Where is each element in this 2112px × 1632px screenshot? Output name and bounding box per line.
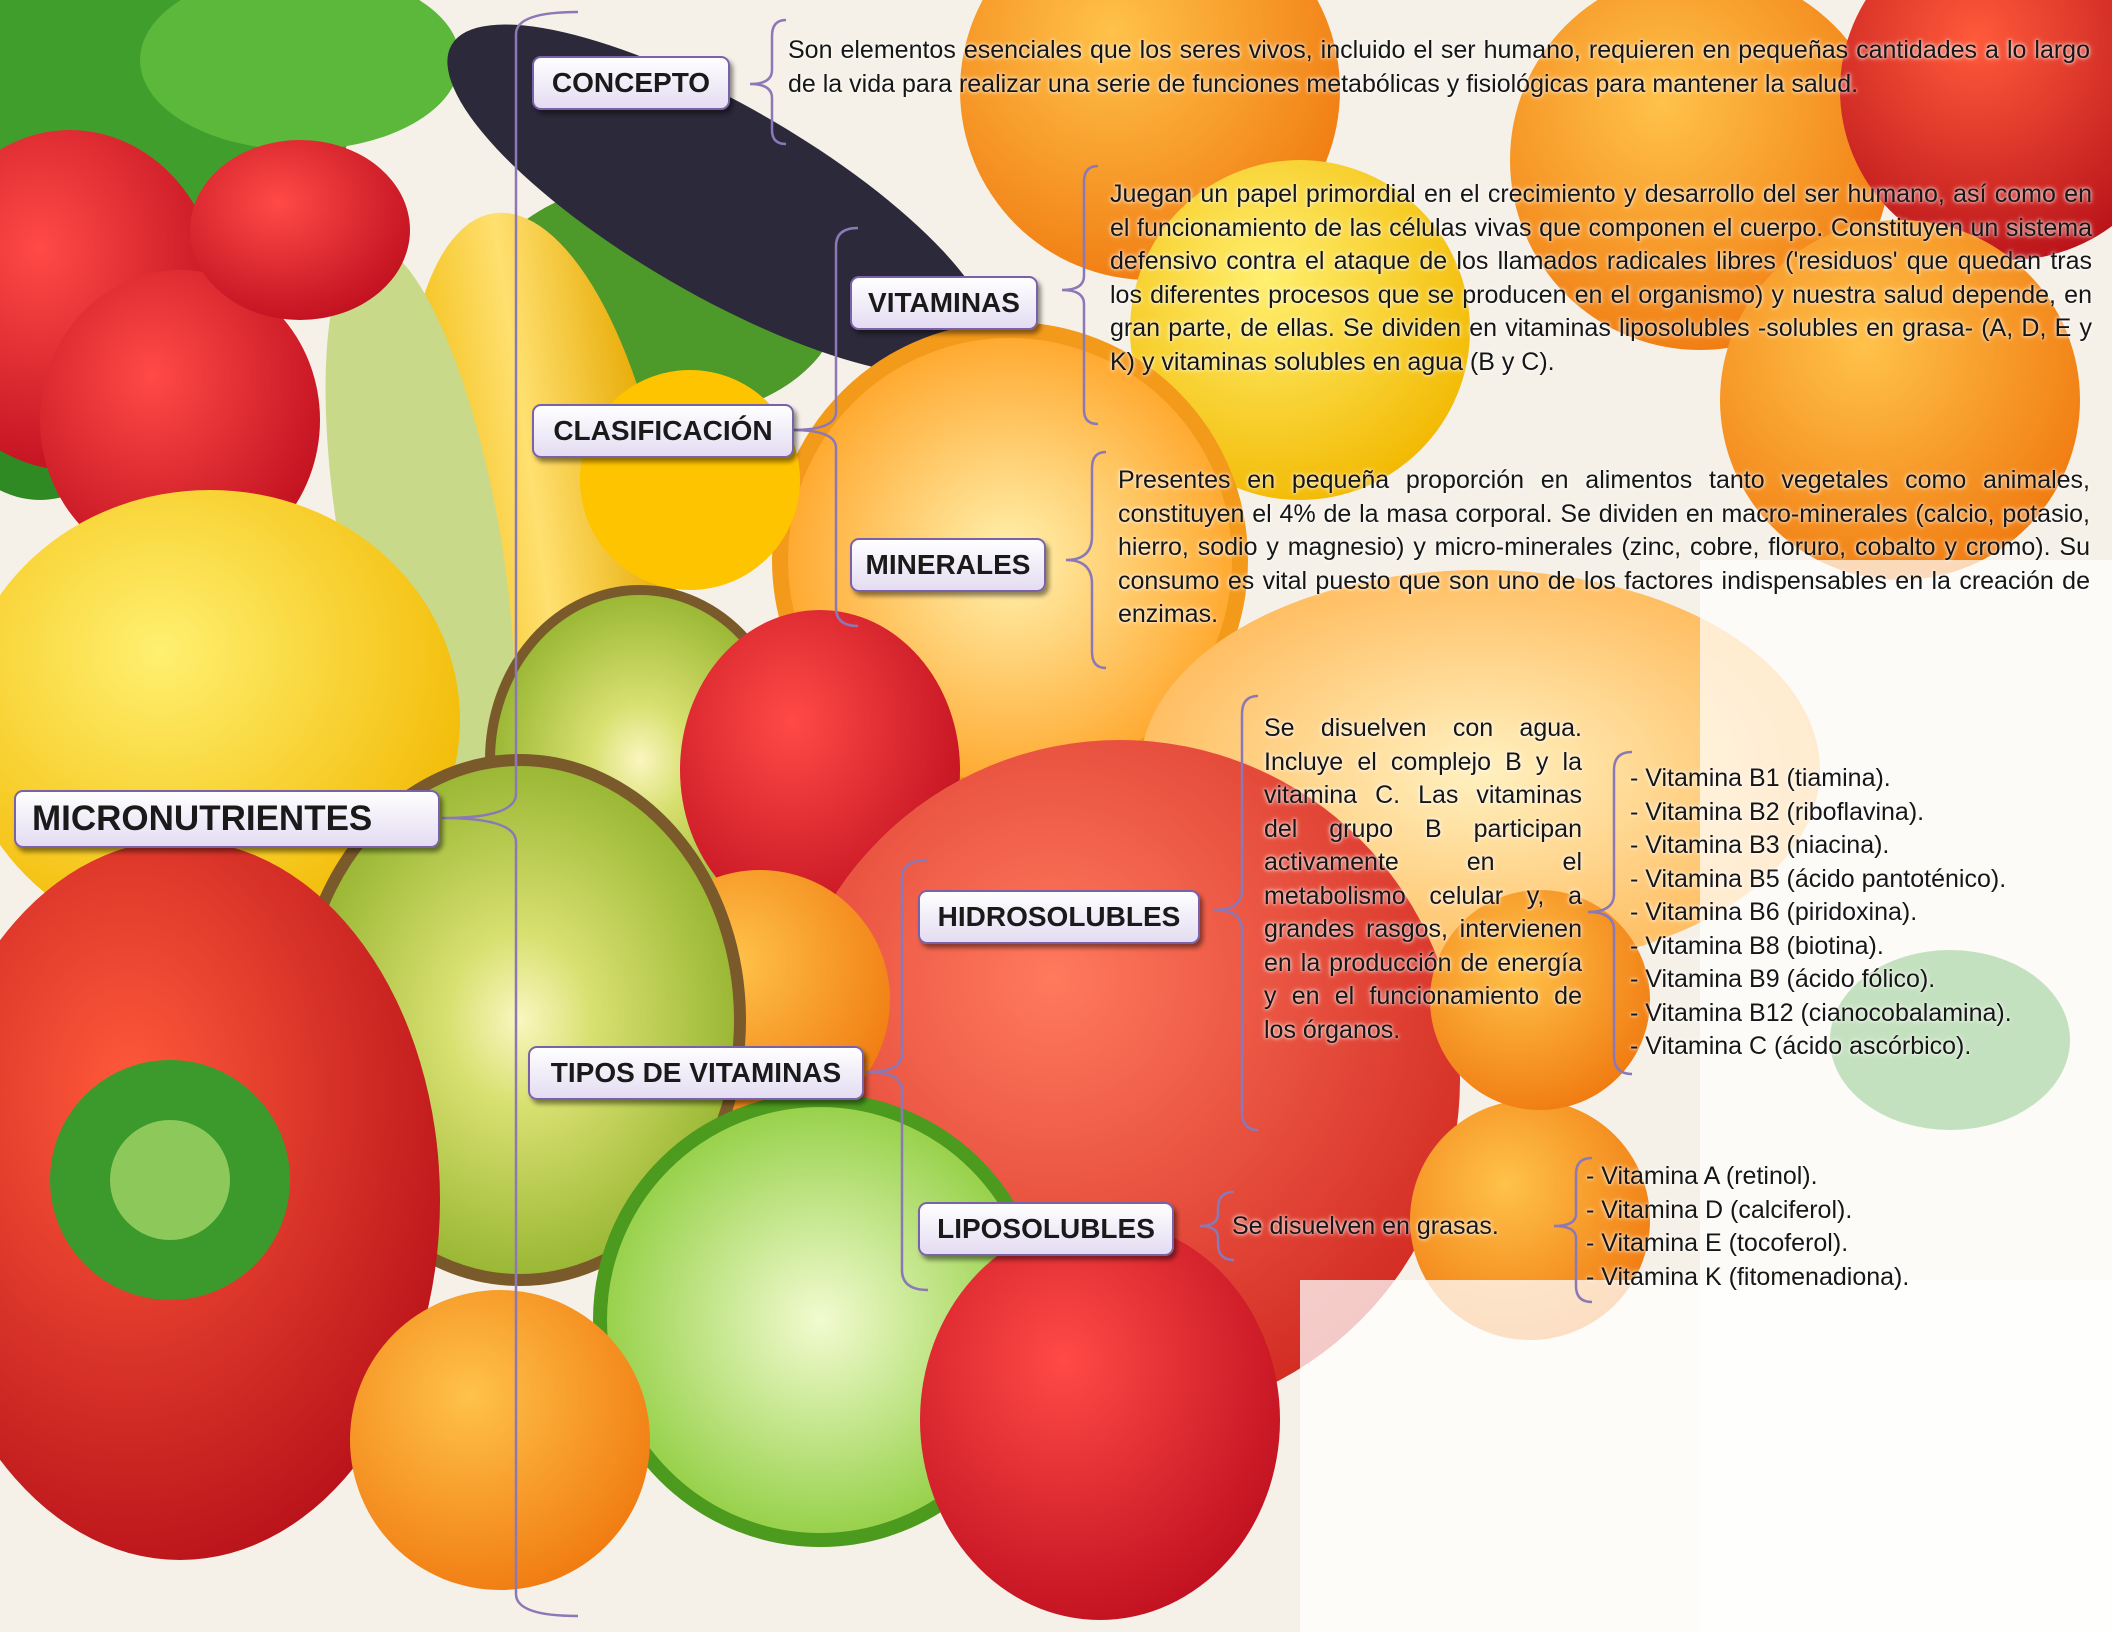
hidrosolubles-node: HIDROSOLUBLES (918, 890, 1200, 944)
concepto-text: Son elementos esenciales que los seres v… (788, 34, 2090, 101)
list-item: - Vitamina B6 (piridoxina). (1630, 896, 2012, 930)
liposolubles-list: - Vitamina A (retinol). - Vitamina D (ca… (1586, 1160, 1909, 1294)
vitaminas-node: VITAMINAS (850, 276, 1038, 330)
concepto-node: CONCEPTO (532, 56, 730, 110)
list-item: - Vitamina D (calciferol). (1586, 1194, 1909, 1228)
clasificacion-node: CLASIFICACIÓN (532, 404, 794, 458)
root-node: MICRONUTRIENTES (14, 790, 440, 848)
list-item: - Vitamina B8 (biotina). (1630, 930, 2012, 964)
list-item: - Vitamina A (retinol). (1586, 1160, 1909, 1194)
list-item: - Vitamina B12 (cianocobalamina). (1630, 997, 2012, 1031)
list-item: - Vitamina B2 (riboflavina). (1630, 796, 2012, 830)
list-item: - Vitamina C (ácido ascórbico). (1630, 1030, 2012, 1064)
liposolubles-text: Se disuelven en grasas. (1232, 1210, 1562, 1244)
minerales-text: Presentes en pequeña proporción en alime… (1118, 464, 2090, 632)
minerales-node: MINERALES (850, 538, 1046, 592)
list-item: - Vitamina B9 (ácido fólico). (1630, 963, 2012, 997)
hidrosolubles-text: Se disuelven con agua. Incluye el comple… (1264, 712, 1582, 1047)
liposolubles-node: LIPOSOLUBLES (918, 1202, 1174, 1256)
vitaminas-text: Juegan un papel primordial en el crecimi… (1110, 178, 2092, 379)
list-item: - Vitamina B1 (tiamina). (1630, 762, 2012, 796)
list-item: - Vitamina K (fitomenadiona). (1586, 1261, 1909, 1295)
list-item: - Vitamina B5 (ácido pantoténico). (1630, 863, 2012, 897)
tipos-node: TIPOS DE VITAMINAS (528, 1046, 864, 1100)
list-item: - Vitamina E (tocoferol). (1586, 1227, 1909, 1261)
list-item: - Vitamina B3 (niacina). (1630, 829, 2012, 863)
hidrosolubles-list: - Vitamina B1 (tiamina). - Vitamina B2 (… (1630, 762, 2012, 1064)
